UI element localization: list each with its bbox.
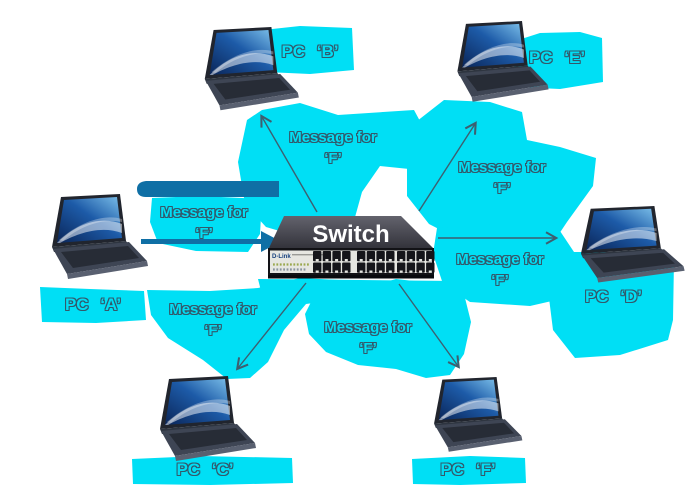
highlight-blob (238, 103, 428, 239)
laptop-icon (160, 376, 256, 461)
highlight-blob (132, 456, 293, 485)
arrow-to-c (235, 282, 307, 371)
message-line1: Message for (169, 301, 257, 318)
switch-model-text (292, 254, 326, 256)
laptop-icon (434, 377, 523, 452)
message-line2: ‘F’ (491, 272, 509, 289)
message-label-to-c: Message for ‘F’ (148, 299, 278, 341)
arrow-to-b (260, 114, 318, 213)
message-line2: ‘F’ (359, 340, 377, 357)
highlight-blob (412, 456, 526, 485)
pc-label-f: PC ‘F’ (440, 460, 496, 479)
switch-device: Switch D-Link (268, 216, 435, 279)
message-line1: Message for (160, 204, 248, 221)
message-label-to-b: Message for ‘F’ (268, 127, 398, 169)
message-line2: ‘F’ (204, 322, 222, 339)
message-line2: ‘F’ (493, 180, 511, 197)
laptop-icon (52, 194, 148, 279)
message-line2: ‘F’ (195, 225, 213, 242)
highlight-blob (258, 279, 456, 298)
highlight-blobs (40, 26, 674, 485)
pc-label-a: PC ‘A’ (64, 295, 122, 314)
message-line2: ‘F’ (324, 150, 342, 167)
highlight-blob (150, 196, 262, 252)
message-label-to-d: Message for ‘F’ (435, 249, 565, 291)
message-label-to-f: Message for ‘F’ (303, 317, 433, 359)
highlight-blob (407, 100, 596, 247)
message-label-to-e: Message for ‘F’ (437, 157, 567, 199)
dlink-brand: D-Link (272, 254, 291, 260)
highlight-blob (147, 278, 358, 379)
pc-label-c: PC ‘C’ (176, 460, 234, 479)
pc-label-d: PC ‘D’ (584, 287, 643, 306)
switch-label: Switch (312, 221, 389, 248)
highlight-blob (433, 224, 566, 306)
message-line1: Message for (456, 251, 544, 268)
message-line1: Message for (289, 129, 377, 146)
pc-label-b: PC ‘B’ (281, 42, 339, 61)
highlight-blob (263, 26, 354, 74)
laptop-icon (580, 206, 685, 283)
pc-label-e: PC ‘E’ (528, 48, 586, 67)
arrow-to-e (418, 121, 477, 212)
message-line1: Message for (458, 159, 546, 176)
message-label-from-a: Message for ‘F’ (139, 202, 269, 244)
message-line1: Message for (324, 319, 412, 336)
highlight-blob (305, 279, 471, 378)
switch-top (269, 216, 433, 248)
switch-base-edge (268, 275, 434, 279)
arrow-from-a (137, 181, 281, 252)
highlight-blob (40, 287, 146, 323)
arrow-to-f (398, 283, 460, 369)
